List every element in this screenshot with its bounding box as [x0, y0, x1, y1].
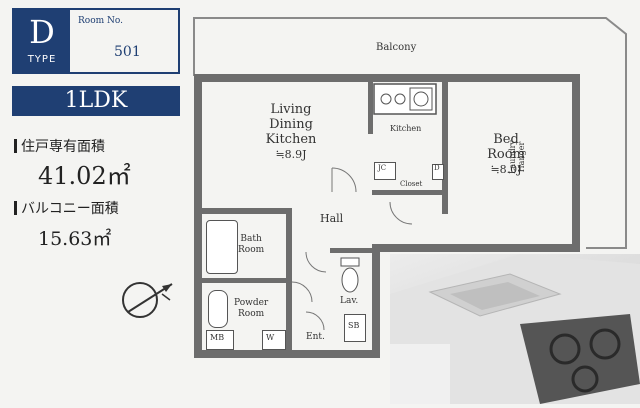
ldk-label-line1: Living: [270, 102, 312, 117]
wall-kitchen-left: [368, 74, 373, 134]
wall-bath-bottom: [202, 278, 290, 283]
laundry-line1: Laundry: [508, 140, 517, 174]
powder-label-line2: Room: [238, 309, 265, 319]
wall-left: [194, 74, 202, 356]
toilet-icon: [340, 257, 360, 293]
room-number: 501: [114, 44, 141, 60]
wall-ldk-bottom: [202, 208, 292, 214]
d-label: D: [434, 164, 440, 172]
sb-label: SB: [348, 321, 360, 330]
ldk-size: ≒8.9J: [275, 148, 307, 161]
d-box: [432, 164, 444, 180]
type-letter: D: [29, 13, 55, 51]
jc-label: JC: [378, 164, 387, 172]
bed-label-line2: Room: [487, 147, 525, 162]
north-compass-icon: [122, 282, 173, 318]
balcony-area-label: バルコニー面積: [14, 198, 119, 218]
private-area-label-text: 住戸専有面積: [21, 139, 105, 155]
powder-label-line1: Powder: [234, 298, 269, 308]
powder-sink: [208, 290, 228, 328]
ldk-label-line2: Dining: [269, 117, 313, 132]
layout-type-badge: 1LDK: [12, 86, 180, 116]
bed-label-line1: Bed: [493, 132, 519, 147]
wm-label: W: [266, 333, 275, 342]
floor-plan: Balcony Kitchen: [186, 12, 640, 362]
kitchen-counter: [373, 83, 437, 115]
bath-room-label: Bath Room: [238, 234, 264, 256]
wall-lav-top: [330, 248, 376, 253]
ent-label: Ent.: [306, 332, 325, 342]
ldk-label: Living Dining Kitchen ≒8.9J: [246, 102, 336, 162]
mb-label: MB: [210, 333, 225, 342]
bathtub: [206, 220, 238, 274]
kitchen-photo-drawing: [390, 254, 640, 404]
balcony-outline: [193, 17, 627, 249]
balcony-label: Balcony: [376, 42, 417, 53]
bath-label-line1: Bath: [240, 234, 262, 244]
kitchen-photo: [390, 254, 640, 404]
lav-label: Lav.: [340, 296, 359, 306]
kitchen-label: Kitchen: [390, 124, 422, 133]
laundry-line2: Hanger: [517, 141, 526, 173]
private-area-label: 住戸専有面積: [14, 136, 105, 156]
room-number-label: Room No.: [78, 16, 124, 26]
powder-room-label: Powder Room: [234, 298, 268, 320]
wall-right: [572, 74, 580, 252]
wall-top: [194, 74, 580, 82]
door-swings: [291, 167, 413, 331]
mb-box: [206, 330, 234, 350]
type-word: TYPE: [27, 54, 57, 65]
balcony-area-value: 15.63㎡: [38, 228, 112, 250]
wall-right-lower: [372, 244, 380, 358]
wall-bed-bottom: [372, 244, 580, 252]
bed-size: ≒8.0J: [490, 163, 522, 176]
wm-box: [262, 330, 286, 350]
bath-label-line2: Room: [238, 245, 265, 255]
jc-box: [374, 162, 396, 180]
hall-label: Hall: [320, 212, 344, 225]
wall-closet-bottom: [372, 190, 446, 195]
ldk-label-line3: Kitchen: [265, 132, 317, 147]
type-box: D TYPE Room No. 501: [12, 8, 180, 74]
sb-box: [344, 314, 366, 342]
closet-label: Closet: [400, 180, 423, 188]
wall-kitchen-bed: [442, 74, 448, 214]
bed-room-label: Bed Room ≒8.0J: [476, 132, 536, 177]
balcony-area-label-text: バルコニー面積: [21, 201, 119, 217]
laundry-hanger-label: Laundry Hanger: [508, 127, 526, 187]
type-letter-panel: D TYPE: [14, 10, 70, 72]
private-area-value: 41.02㎡: [38, 162, 131, 190]
